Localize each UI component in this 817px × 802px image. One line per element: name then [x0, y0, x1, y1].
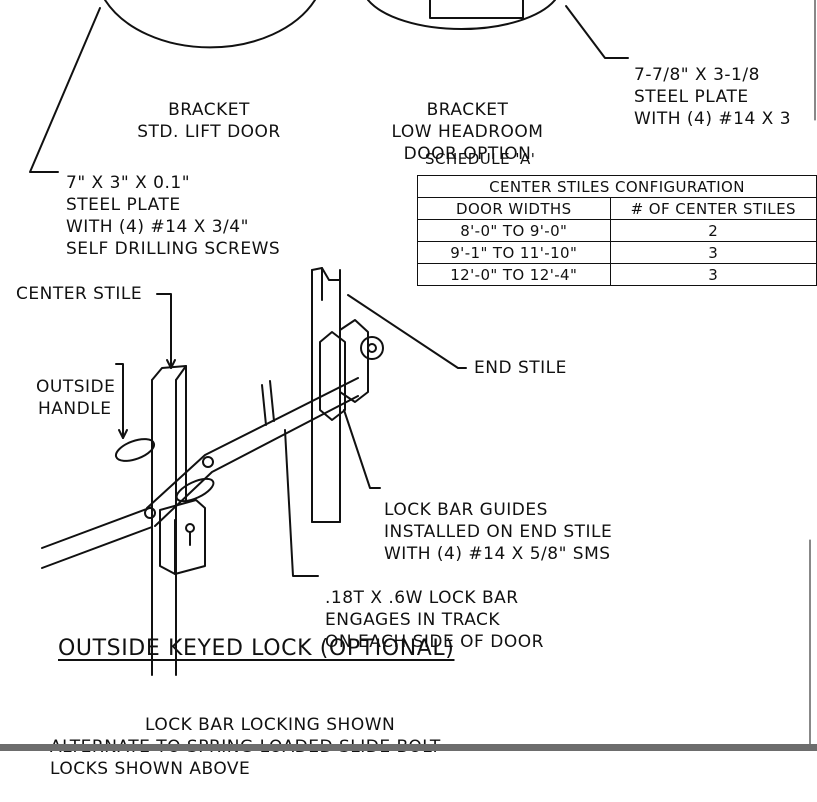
- lock-bar-guides-shape: [319, 319, 384, 421]
- end-stile-label: END STILE: [474, 358, 567, 378]
- drawing-border: [0, 744, 817, 751]
- leader-plate-left: [29, 7, 101, 173]
- schedule-table: CENTER STILES CONFIGURATION DOOR WIDTHS#…: [417, 175, 817, 286]
- header-center-stiles: # OF CENTER STILES: [609, 197, 817, 220]
- section-title: OUTSIDE KEYED LOCK (OPTIONAL): [58, 636, 455, 661]
- table-row: 12'-0" TO 12'-4"3: [417, 263, 817, 286]
- table-row: 8'-0" TO 9'-0"2: [417, 219, 817, 242]
- end-stile-shape: [311, 267, 341, 523]
- header-door-widths: DOOR WIDTHS: [417, 197, 611, 220]
- bracket-detail-circle-left: [104, 0, 316, 49]
- bracket-detail-circle-middle: [367, 0, 556, 31]
- leader-plate-right: [565, 5, 629, 59]
- schedule-title: CENTER STILES CONFIGURATION: [417, 175, 817, 198]
- handle-shape-lower: [175, 477, 215, 503]
- notes: LOCK BAR LOCKING SHOWNALTERNATE TO SPRIN…: [50, 715, 440, 779]
- table-row: 9'-1" TO 11'-10"3: [417, 241, 817, 264]
- outside-handle-shape: [114, 438, 156, 462]
- leader-lock-bar: [284, 429, 319, 577]
- lock-diagram: [29, 0, 816, 751]
- keyed-lock-shape: [159, 499, 206, 575]
- center-stile-shape: [151, 365, 187, 676]
- leader-handle: [115, 363, 124, 439]
- bracket-detail-inner: [429, 0, 524, 19]
- leader-end-stile: [347, 294, 467, 369]
- schedule-name: SCHEDULE 'A': [425, 150, 536, 168]
- lock-bar: [41, 377, 359, 569]
- leader-center-stile: [156, 293, 172, 369]
- center-stile-label: CENTER STILE: [16, 284, 143, 304]
- leader-guides: [343, 409, 381, 489]
